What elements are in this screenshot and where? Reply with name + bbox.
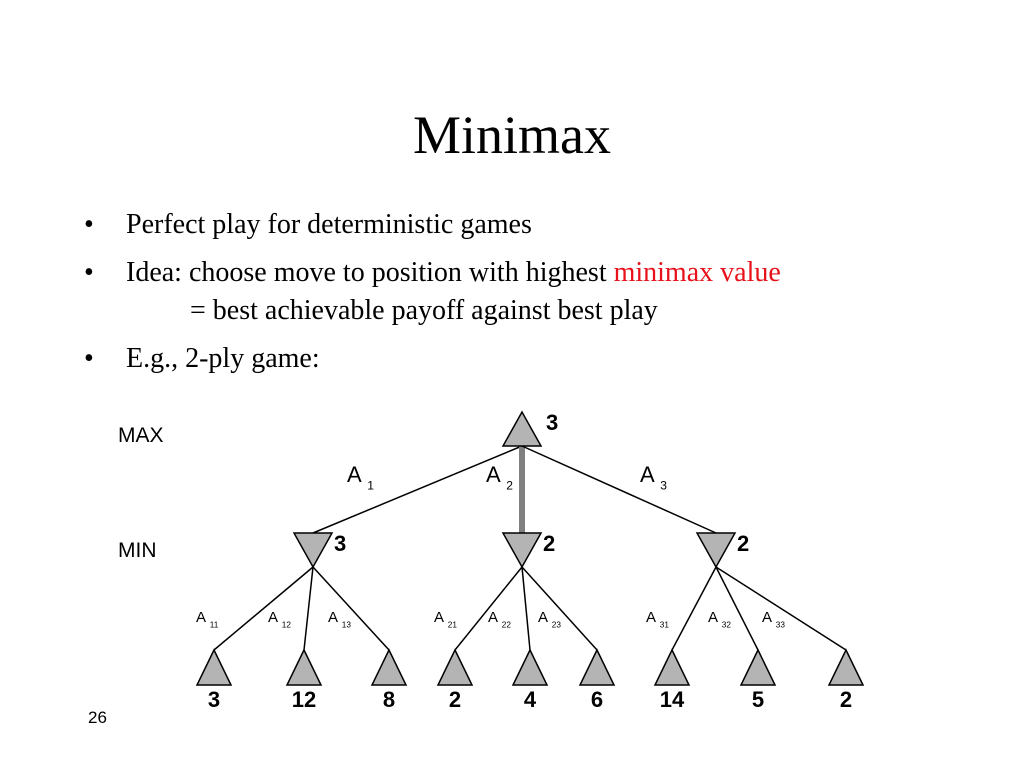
bullet-dot: • — [84, 209, 94, 240]
max-node-root — [501, 410, 543, 447]
bullet-dot: • — [84, 343, 94, 374]
bullet-dot: • — [84, 257, 94, 288]
bullet-list: • Perfect play for deterministic games •… — [84, 206, 964, 388]
edge-min-to-leaf — [521, 566, 598, 651]
bullet-text: Perfect play for deterministic games — [126, 209, 532, 240]
leaf-node — [436, 648, 474, 686]
level-label-max: MAX — [118, 424, 164, 447]
edge-min-to-leaf — [312, 566, 390, 651]
level-label-min: MIN — [118, 539, 157, 562]
edge-min-to-leaf — [303, 566, 314, 651]
leaf-value: 4 — [524, 687, 537, 712]
leaf-node — [285, 648, 323, 686]
highlight-term: minimax value — [613, 257, 781, 288]
bullet-item: • Idea: choose move to position with hig… — [84, 254, 964, 330]
leaf-value: 2 — [840, 687, 852, 712]
root-value: 3 — [546, 410, 558, 435]
edge-min-to-leaf — [521, 566, 531, 651]
leaf-value: 14 — [660, 687, 685, 712]
leaf-value: 8 — [383, 687, 395, 712]
leaf-value: 12 — [292, 687, 316, 712]
edge-min-to-leaf — [213, 566, 314, 651]
edge-min-to-leaf — [715, 566, 847, 651]
edge-root-to-min — [312, 445, 523, 534]
bullet-item: • Perfect play for deterministic games — [84, 206, 964, 244]
leaf-value: 6 — [591, 687, 603, 712]
bullet-continuation: = best achievable payoff against best pl… — [190, 295, 658, 326]
leaf-node — [653, 648, 691, 686]
leaf-node — [370, 648, 408, 686]
leaf-value: 2 — [449, 687, 461, 712]
bullet-item: • E.g., 2-ply game: — [84, 340, 964, 378]
leaf-node — [511, 648, 549, 686]
bullet-text: E.g., 2-ply game: — [126, 343, 320, 374]
leaf-node — [739, 648, 777, 686]
min-node-value: 3 — [334, 531, 346, 556]
min-node — [695, 532, 737, 569]
leaf-node — [578, 648, 616, 686]
min-node — [501, 532, 543, 569]
edge-min-to-leaf — [454, 566, 523, 651]
min-node — [292, 532, 334, 569]
slide-title: Minimax — [413, 105, 611, 165]
bullet-text: Idea: choose move to position with highe… — [126, 257, 614, 288]
min-node-value: 2 — [737, 531, 749, 556]
edge-min-to-leaf — [671, 566, 717, 651]
edge-min-to-leaf — [715, 566, 759, 651]
leaf-node — [827, 648, 865, 686]
slide-number: 26 — [88, 708, 107, 727]
leaf-value: 3 — [208, 687, 220, 712]
edge-root-to-min — [521, 445, 717, 534]
leaf-node — [195, 648, 233, 686]
leaf-value: 5 — [752, 687, 764, 712]
min-node-value: 2 — [543, 531, 555, 556]
